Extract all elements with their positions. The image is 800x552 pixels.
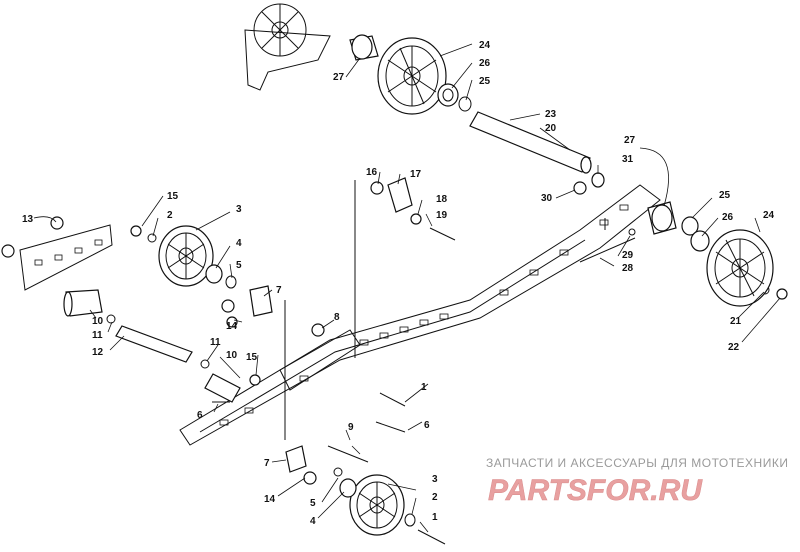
callout-25: 25: [719, 190, 731, 201]
left-rail: [19, 224, 361, 391]
callout-4: 4: [310, 516, 316, 527]
callout-28: 28: [622, 263, 634, 274]
callout-13: 13: [22, 214, 34, 225]
callout-3: 3: [432, 474, 438, 485]
callout-18: 18: [436, 194, 448, 205]
callout-1: 1: [432, 512, 438, 523]
callout-9: 9: [348, 422, 354, 433]
pivot-block-7-lower: [285, 445, 307, 473]
callout-14: 14: [226, 321, 238, 332]
callout-5: 5: [236, 260, 242, 271]
cross-shaft: [115, 325, 193, 363]
right-rail: [179, 184, 661, 446]
callout-labels: 1 1 2 2 3 3 4 4 5 5 6 6 7 7 8 9 10 10 11…: [22, 40, 775, 527]
upper-rail-fragment: [244, 3, 331, 91]
callout-23: 23: [545, 109, 557, 120]
pivot-block-7-upper: [249, 285, 273, 317]
callout-2: 2: [432, 492, 438, 503]
rear-axle: [469, 111, 592, 174]
idler-wheel-right: [706, 229, 774, 307]
callout-29: 29: [622, 250, 634, 261]
callout-24: 24: [479, 40, 491, 51]
idler-hub-right: [647, 201, 677, 235]
callout-11: 11: [92, 330, 103, 341]
callout-21: 21: [730, 316, 742, 327]
watermark-brand: PARTSFOR.RU: [488, 474, 703, 507]
callout-2: 2: [167, 210, 173, 221]
callout-1: 1: [421, 382, 427, 393]
callout-11: 11: [210, 337, 221, 348]
callout-14: 14: [264, 494, 276, 505]
callout-27: 27: [333, 72, 345, 83]
callout-12: 12: [92, 347, 104, 358]
callout-6: 6: [424, 420, 430, 431]
idler-wheel-left-lower: [349, 474, 405, 536]
callout-3: 3: [236, 204, 242, 215]
watermark-tagline: ЗАПЧАСТИ И АКСЕССУАРЫ ДЛЯ МОТОТЕХНИКИ: [486, 456, 789, 470]
hardware-small: [1, 172, 788, 527]
snap-ring-top: [458, 96, 472, 112]
bolts: [212, 227, 636, 545]
pivot-block-17: [387, 177, 413, 213]
callout-15: 15: [246, 352, 258, 363]
callout-10: 10: [226, 350, 238, 361]
callout-27: 27: [624, 135, 636, 146]
callout-7: 7: [264, 458, 270, 469]
watermark-logo: PARTSFOR.RU: [488, 474, 704, 508]
callout-17: 17: [410, 169, 422, 180]
bearing-left-lower: [339, 478, 357, 498]
callout-4: 4: [236, 238, 242, 249]
spacer-tube-left: [63, 289, 103, 317]
idler-wheel-left-upper: [158, 225, 214, 287]
callout-30: 30: [541, 193, 553, 204]
callout-24: 24: [763, 210, 775, 221]
callout-7: 7: [276, 285, 282, 296]
bearing-top: [437, 83, 459, 107]
leader-lines: [33, 43, 781, 533]
bearing-right: [681, 216, 710, 252]
callout-15: 15: [167, 191, 179, 202]
callout-19: 19: [436, 210, 448, 221]
callout-22: 22: [728, 342, 740, 353]
callout-8: 8: [334, 312, 340, 323]
callout-26: 26: [479, 58, 491, 69]
idler-wheel-top: [377, 37, 447, 115]
bearing-left-upper: [205, 264, 237, 289]
callout-31: 31: [622, 154, 634, 165]
callout-6: 6: [197, 410, 203, 421]
callout-20: 20: [545, 123, 557, 134]
callout-26: 26: [722, 212, 734, 223]
idler-hub-top: [349, 34, 379, 61]
callout-16: 16: [366, 167, 378, 178]
callout-25: 25: [479, 76, 491, 87]
spacer-tube-center: [204, 373, 241, 403]
callout-10: 10: [92, 316, 104, 327]
callout-5: 5: [310, 498, 316, 509]
